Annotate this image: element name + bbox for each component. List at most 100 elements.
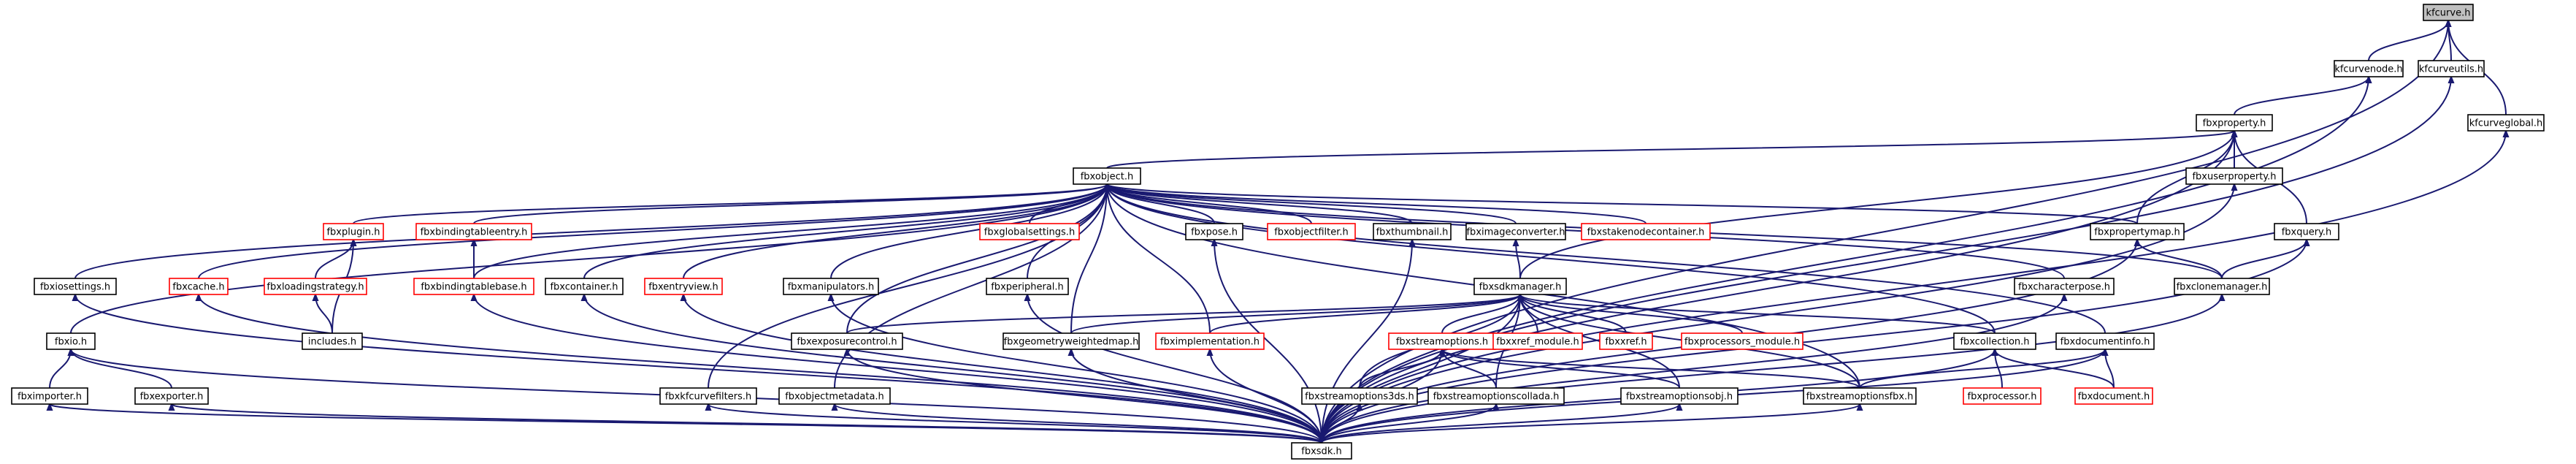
node-fbxxref[interactable]: fbxxref.h [1599, 332, 1653, 350]
node-fbxprocessors_module[interactable]: fbxprocessors_module.h [1681, 332, 1803, 350]
node-fbxdocumentinfo[interactable]: fbxdocumentinfo.h [2055, 332, 2155, 350]
node-box [1373, 223, 1452, 240]
edge-fbxsdk-to-fbxsdkmanager [1321, 294, 1520, 444]
node-box [1581, 223, 1711, 240]
node-fbxstreamoptionsfbx[interactable]: fbxstreamoptionsfbx.h [1803, 387, 1917, 405]
node-fbxxref_module[interactable]: fbxxref_module.h [1492, 332, 1583, 350]
node-fbxcache[interactable]: fbxcache.h [169, 278, 229, 295]
node-fbxobjectmetadata[interactable]: fbxobjectmetadata.h [778, 387, 891, 405]
node-fbxsdk[interactable]: fbxsdk.h [1291, 442, 1352, 460]
node-fbxclonemanager[interactable]: fbxclonemanager.h [2174, 278, 2270, 295]
node-fbxentryview[interactable]: fbxentryview.h [644, 278, 723, 295]
node-box [1681, 332, 1803, 350]
node-fbxplugin[interactable]: fbxplugin.h [323, 223, 384, 240]
edge-fbxobject-to-fbxproperty [1106, 131, 2234, 169]
node-box [2174, 278, 2270, 295]
node-kfcurveutils[interactable]: kfcurveutils.h [2418, 60, 2485, 77]
node-fbxbindingtablebase[interactable]: fbxbindingtablebase.h [413, 278, 534, 295]
node-fbxbindingtableentry[interactable]: fbxbindingtableentry.h [415, 223, 532, 240]
edge-fbxsdk-to-fbxproperty [1321, 131, 2234, 444]
node-label: kfcurveglobal.h [2469, 118, 2543, 129]
edge-fbxcontainer-to-fbxobject [583, 184, 1107, 279]
edge-fbxkfcurvefilters-to-fbxobject [708, 184, 1107, 389]
node-label: fbxquery.h [2282, 227, 2332, 238]
node-fbxpropertymap[interactable]: fbxpropertymap.h [2090, 223, 2185, 240]
node-label: fbxuserproperty.h [2192, 172, 2276, 183]
edge-fbxsdk-to-fbxclonemanager [1321, 294, 2222, 444]
node-label: fbxstreamoptionsobj.h [1626, 392, 1733, 403]
node-fbxglobalsettings[interactable]: fbxglobalsettings.h [979, 223, 1080, 240]
node-fbxquery[interactable]: fbxquery.h [2274, 223, 2339, 240]
node-fbxkfcurvefilters[interactable]: fbxkfcurvefilters.h [659, 387, 757, 405]
node-fbxdocument[interactable]: fbxdocument.h [2074, 387, 2153, 405]
node-label: fbxperipheral.h [991, 282, 1064, 293]
edge-fbxstakenodecontainer-to-fbxobject [1107, 184, 1647, 224]
node-includes[interactable]: includes.h [302, 332, 363, 350]
node-label: fbxglobalsettings.h [984, 227, 1075, 238]
node-label: fbxstreamoptions.h [1396, 337, 1488, 348]
node-fbxcollection[interactable]: fbxcollection.h [1953, 332, 2036, 350]
edge-fbxsdk-to-fbxstreamoptions3ds [1321, 404, 1360, 444]
node-label: fbxiosettings.h [40, 282, 110, 293]
edge-fbxsdk-to-fbxbindingtablebase [474, 294, 1322, 444]
node-fbximporter[interactable]: fbximporter.h [11, 387, 88, 405]
node-fbxcontainer[interactable]: fbxcontainer.h [545, 278, 624, 295]
node-label: fbxpropertymap.h [2094, 227, 2180, 238]
node-label: fbxxref_module.h [1496, 337, 1579, 348]
node-fbxobjectfilter[interactable]: fbxobjectfilter.h [1267, 223, 1356, 240]
node-fbxexporter[interactable]: fbxexporter.h [134, 387, 209, 405]
node-label: fbxdocumentinfo.h [2061, 337, 2150, 348]
edge-fbxproperty-to-kfcurvenode [2234, 77, 2369, 115]
edge-fbxxref-to-fbxsdkmanager [1520, 294, 1627, 334]
node-box [979, 223, 1080, 240]
node-box [264, 278, 367, 295]
node-kfcurvenode[interactable]: kfcurvenode.h [2334, 60, 2404, 77]
node-fbxexposurecontrol[interactable]: fbxexposurecontrol.h [791, 332, 903, 350]
node-box [545, 278, 624, 295]
node-fbxstreamoptions[interactable]: fbxstreamoptions.h [1388, 332, 1496, 350]
node-fbxstreamoptionscollada[interactable]: fbxstreamoptionscollada.h [1427, 387, 1565, 405]
edge-fbxthumbnail-to-fbxobject [1107, 184, 1413, 224]
node-label: fbxstreamoptionscollada.h [1433, 392, 1560, 403]
edge-fbxmanipulators-to-fbxobject [830, 184, 1107, 279]
node-fbxprocessor[interactable]: fbxprocessor.h [1963, 387, 2042, 405]
node-fbxthumbnail[interactable]: fbxthumbnail.h [1373, 223, 1452, 240]
edge-fbxgeometryweightedmap-to-fbxobject [1070, 184, 1107, 334]
node-kfcurve: kfcurve.h [2423, 4, 2474, 21]
node-box [986, 278, 1069, 295]
node-box [1620, 387, 1739, 405]
node-fbxobject[interactable]: fbxobject.h [1073, 167, 1141, 185]
node-fbximplementation[interactable]: fbximplementation.h [1155, 332, 1265, 350]
node-label: kfcurve.h [2426, 8, 2471, 19]
node-fbxstreamoptions3ds[interactable]: fbxstreamoptions3ds.h [1301, 387, 1418, 405]
node-fbxloadingstrategy[interactable]: fbxloadingstrategy.h [264, 278, 367, 295]
node-fbximageconverter[interactable]: fbximageconverter.h [1465, 223, 1566, 240]
node-fbxperipheral[interactable]: fbxperipheral.h [986, 278, 1069, 295]
edge-fbximageconverter-to-fbxobject [1107, 184, 1517, 224]
node-label: fbximporter.h [18, 392, 82, 403]
edge-fbxsdk-to-fbxexposurecontrol [847, 349, 1322, 444]
edge-fbxbindingtableentry-to-fbxobject [473, 184, 1107, 224]
node-label: fbxobjectmetadata.h [785, 392, 884, 403]
node-fbxstakenodecontainer[interactable]: fbxstakenodecontainer.h [1581, 223, 1711, 240]
node-label: fbximageconverter.h [1466, 227, 1565, 238]
node-box [2074, 387, 2153, 405]
node-fbxproperty[interactable]: fbxproperty.h [2196, 114, 2273, 132]
node-fbxpose[interactable]: fbxpose.h [1185, 223, 1243, 240]
node-fbxuserproperty[interactable]: fbxuserproperty.h [2185, 167, 2283, 185]
node-fbxcharacterpose[interactable]: fbxcharacterpose.h [2014, 278, 2115, 295]
node-fbxio[interactable]: fbxio.h [46, 332, 96, 350]
node-fbxiosettings[interactable]: fbxiosettings.h [34, 278, 117, 295]
edge-kfcurvenode-to-kfcurve [2368, 20, 2448, 61]
node-label: fbxprocessor.h [1968, 392, 2037, 403]
node-kfcurveglobal[interactable]: kfcurveglobal.h [2467, 114, 2545, 132]
node-label: fbxcollection.h [1960, 337, 2029, 348]
node-box [2196, 114, 2273, 132]
edge-fbxexposurecontrol-to-fbxobject [846, 184, 1107, 334]
node-fbxstreamoptionsobj[interactable]: fbxstreamoptionsobj.h [1620, 387, 1739, 405]
node-box [413, 278, 534, 295]
node-fbxsdkmanager[interactable]: fbxsdkmanager.h [1473, 278, 1567, 295]
node-fbxgeometryweightedmap[interactable]: fbxgeometryweightedmap.h [1003, 332, 1140, 350]
node-label: fbxplugin.h [326, 227, 380, 238]
node-fbxmanipulators[interactable]: fbxmanipulators.h [783, 278, 879, 295]
